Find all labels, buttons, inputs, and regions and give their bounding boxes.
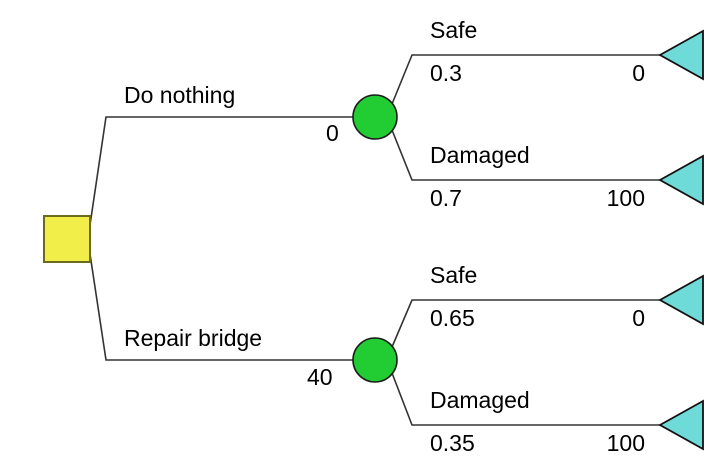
outcome-payoff-repair-bridge-safe: 0 <box>632 305 645 331</box>
outcome-probability-repair-bridge-safe: 0.65 <box>430 305 475 331</box>
terminal-node-do-nothing-damaged[interactable] <box>658 154 704 206</box>
branch-cost-do-nothing: 0 <box>326 120 339 146</box>
outcome-label-repair-bridge-safe: Safe <box>430 262 478 288</box>
outcome-label-do-nothing-safe: Safe <box>430 17 478 43</box>
chance-node-repair-bridge[interactable] <box>352 337 398 383</box>
edge-group-root <box>89 116 355 361</box>
outcome-probability-do-nothing-safe: 0.3 <box>430 60 462 86</box>
branch-label-do-nothing: Do nothing <box>124 82 236 108</box>
edge-group-do-nothing-outcomes <box>391 54 660 181</box>
outcome-payoff-do-nothing-damaged: 100 <box>606 185 645 211</box>
terminal-node-repair-bridge-damaged[interactable] <box>658 399 704 451</box>
outcome-probability-do-nothing-damaged: 0.7 <box>430 185 462 211</box>
edge-repair-bridge[interactable] <box>89 253 355 361</box>
terminal-node-repair-bridge-safe[interactable] <box>658 274 704 326</box>
decision-node-root[interactable] <box>43 215 91 263</box>
edge-do-nothing[interactable] <box>89 116 355 226</box>
edge-group-repair-bridge-outcomes <box>391 299 660 426</box>
edge-repair-bridge-safe[interactable] <box>391 299 660 348</box>
outcome-payoff-do-nothing-safe: 0 <box>632 60 645 86</box>
branch-cost-repair-bridge: 40 <box>307 364 333 390</box>
edge-do-nothing-damaged[interactable] <box>391 129 660 181</box>
terminal-node-do-nothing-safe[interactable] <box>658 29 704 81</box>
branch-label-repair-bridge: Repair bridge <box>124 325 263 351</box>
edge-do-nothing-safe[interactable] <box>391 54 660 105</box>
outcome-label-do-nothing-damaged: Damaged <box>430 142 530 168</box>
chance-node-do-nothing[interactable] <box>352 94 398 140</box>
outcome-payoff-repair-bridge-damaged: 100 <box>606 430 645 456</box>
outcome-probability-repair-bridge-damaged: 0.35 <box>430 430 475 456</box>
edge-repair-bridge-damaged[interactable] <box>391 372 660 426</box>
outcome-label-repair-bridge-damaged: Damaged <box>430 387 530 413</box>
